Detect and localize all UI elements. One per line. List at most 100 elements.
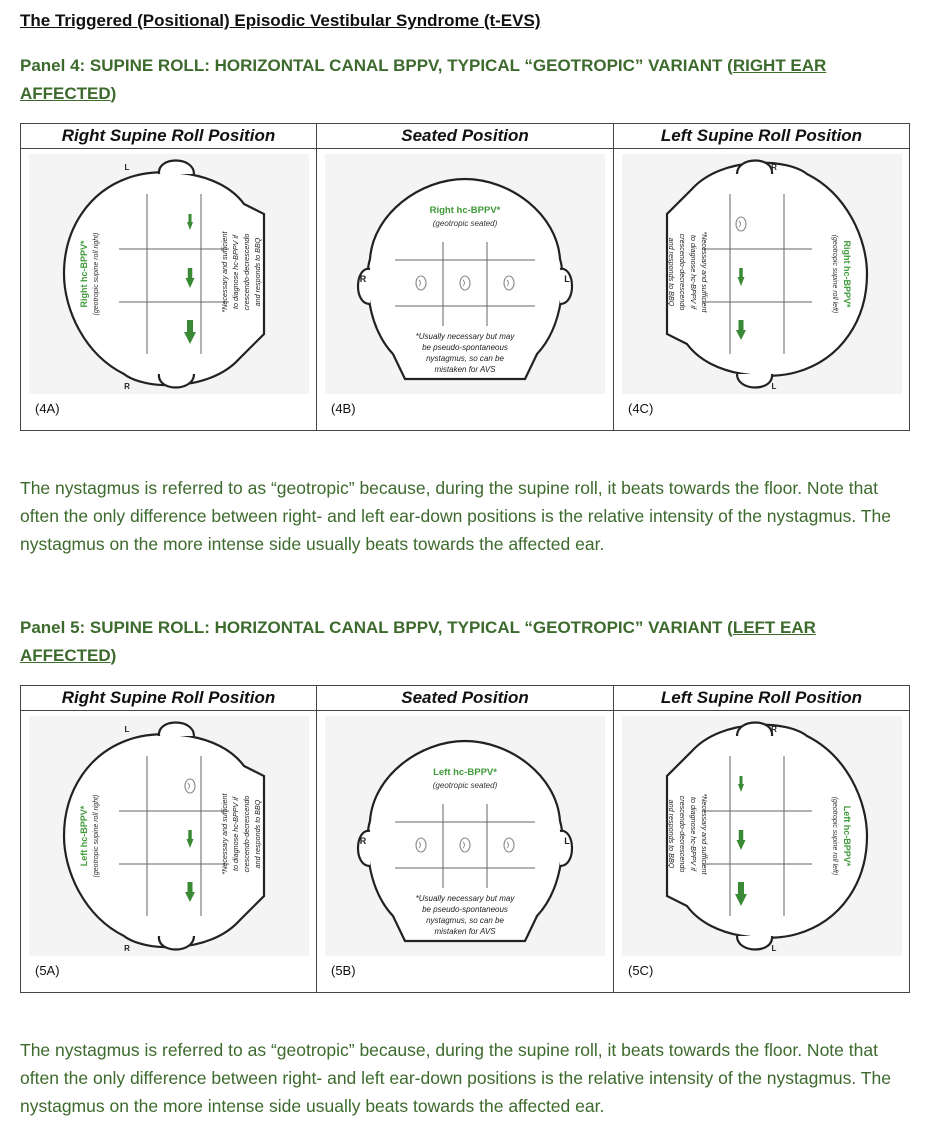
note-line: *Necessary and sufficient	[700, 231, 709, 313]
side-label: R	[771, 163, 777, 172]
arrow-down-icon	[185, 268, 195, 288]
eye-mark	[738, 220, 741, 228]
ear-left	[356, 267, 371, 306]
arrow-head	[185, 892, 195, 902]
cell-label: (5A)	[35, 963, 60, 978]
side-label: R	[360, 274, 367, 284]
arrow-shaft	[187, 320, 193, 334]
eye-mark	[462, 279, 465, 287]
panel-5-note: The nystagmus is referred to as “geotrop…	[20, 1040, 891, 1116]
arrow-head	[736, 840, 746, 850]
arrow-shaft	[738, 320, 744, 331]
arrow-head	[737, 277, 745, 286]
panel-5-table: Right Supine Roll Position Seated Positi…	[20, 685, 910, 993]
ear-right	[559, 267, 574, 306]
arrow-head	[738, 784, 744, 792]
note-line: nystagmus, so can be	[426, 916, 504, 925]
eye-mark	[506, 279, 509, 287]
note-line: *Necessary and sufficient	[220, 230, 229, 312]
note-line: mistaken for AVS	[434, 365, 496, 374]
col-header-seated: Seated Position	[316, 123, 614, 149]
ear-right	[157, 721, 196, 737]
eye-icon	[459, 837, 471, 853]
note-line: be pseudo-spontaneous	[422, 343, 508, 352]
eye-mark	[462, 841, 465, 849]
eye-mark	[418, 841, 421, 849]
panel-5-title: Panel 5: SUPINE ROLL: HORIZONTAL CANAL B…	[20, 618, 816, 665]
head-outline	[62, 733, 266, 949]
eye-outline	[459, 275, 471, 291]
side-label: L	[564, 836, 570, 846]
rotated-head	[62, 159, 266, 389]
document-title: The Triggered (Positional) Episodic Vest…	[20, 11, 541, 30]
rotated-head	[665, 721, 869, 951]
ear-left	[157, 935, 196, 951]
eye-icon	[735, 216, 747, 232]
panel-4-title: Panel 4: SUPINE ROLL: HORIZONTAL CANAL B…	[20, 56, 827, 103]
arrow-down-icon	[736, 830, 746, 850]
arrow-head	[185, 278, 195, 288]
diagnosis-label: Left hc-BPPV*	[842, 806, 852, 867]
side-label: R	[124, 944, 130, 953]
eye-outline	[459, 837, 471, 853]
panel-4-table: Right Supine Roll Position Seated Positi…	[20, 123, 910, 431]
ear-left	[735, 159, 774, 175]
eye-outline	[415, 275, 427, 291]
eye-icon	[415, 837, 427, 853]
arrow-shaft	[738, 830, 744, 841]
rotated-head	[62, 721, 266, 951]
eye-outline	[503, 837, 515, 853]
eye-icon	[415, 275, 427, 291]
eye-outline	[184, 778, 196, 794]
arrow-down-icon	[738, 776, 744, 792]
head-outline	[62, 171, 266, 387]
side-label: R	[360, 836, 367, 846]
arrow-head	[187, 222, 193, 230]
note-line: crescendo-decrescendo	[242, 796, 251, 873]
panel-4-note: The nystagmus is referred to as “geotrop…	[20, 478, 891, 554]
arrow-shaft	[187, 882, 193, 893]
arrow-down-icon	[184, 320, 196, 344]
panel-5-ear: LEFT EAR AFFECTED	[20, 618, 816, 665]
note-line: to diagnose hc-BPPV if	[689, 797, 698, 872]
head-outline	[665, 161, 869, 377]
eye-outline	[415, 837, 427, 853]
eye-mark	[187, 782, 190, 790]
note-line: to diagnose hc-BPPV if	[689, 235, 698, 310]
note-line: crescendo-decrescendo	[678, 234, 687, 311]
arrow-shaft	[188, 214, 192, 223]
diagnosis-label: Right hc-BPPV*	[430, 205, 501, 216]
eye-outline	[503, 275, 515, 291]
diagnosis-label: Right hc-BPPV*	[79, 240, 89, 308]
diagnosis-sub: (geotropic supine roll right)	[93, 233, 100, 316]
note-line: be pseudo-spontaneous	[422, 905, 508, 914]
eye-outline	[735, 216, 747, 232]
note-line: and responds to BBQ	[253, 799, 262, 868]
diagnosis-label: Left hc-BPPV*	[433, 767, 497, 778]
cell-label: (4C)	[628, 401, 654, 416]
note-line: and responds to BBQ	[667, 238, 676, 307]
arrow-shaft	[739, 776, 743, 785]
col-header-left-supine: Left Supine Roll Position	[613, 123, 910, 149]
note-line: and responds to BBQ	[253, 237, 262, 306]
panel-4-ear: RIGHT EAR AFFECTED	[20, 56, 827, 103]
note-line: *Usually necessary but may	[416, 332, 516, 341]
ear-right	[735, 373, 774, 389]
col-header-right-supine: Right Supine Roll Position	[20, 685, 317, 711]
arrow-down-icon	[735, 882, 747, 906]
col-header-seated: Seated Position	[316, 685, 614, 711]
diagnosis-sub: (geotropic supine roll left)	[831, 797, 838, 876]
eye-icon	[459, 275, 471, 291]
note-line: to diagnose hc-BPPV if	[231, 796, 240, 871]
col-header-left-supine: Left Supine Roll Position	[613, 685, 910, 711]
arrow-down-icon	[185, 882, 195, 902]
